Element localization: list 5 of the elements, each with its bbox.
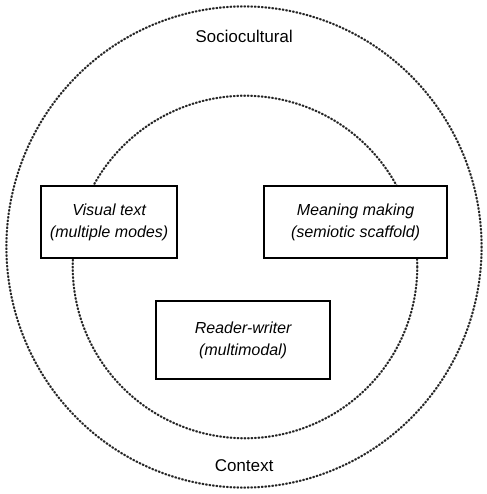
text-box: Reader-writer (multimodal) [155,300,331,380]
circle-label: Context [214,454,274,476]
text-box: Visual text (multiple modes) [40,185,178,259]
circle-label: Sociocultural [195,26,293,48]
text-box: Meaning making (semiotic scaffold) [263,185,448,259]
